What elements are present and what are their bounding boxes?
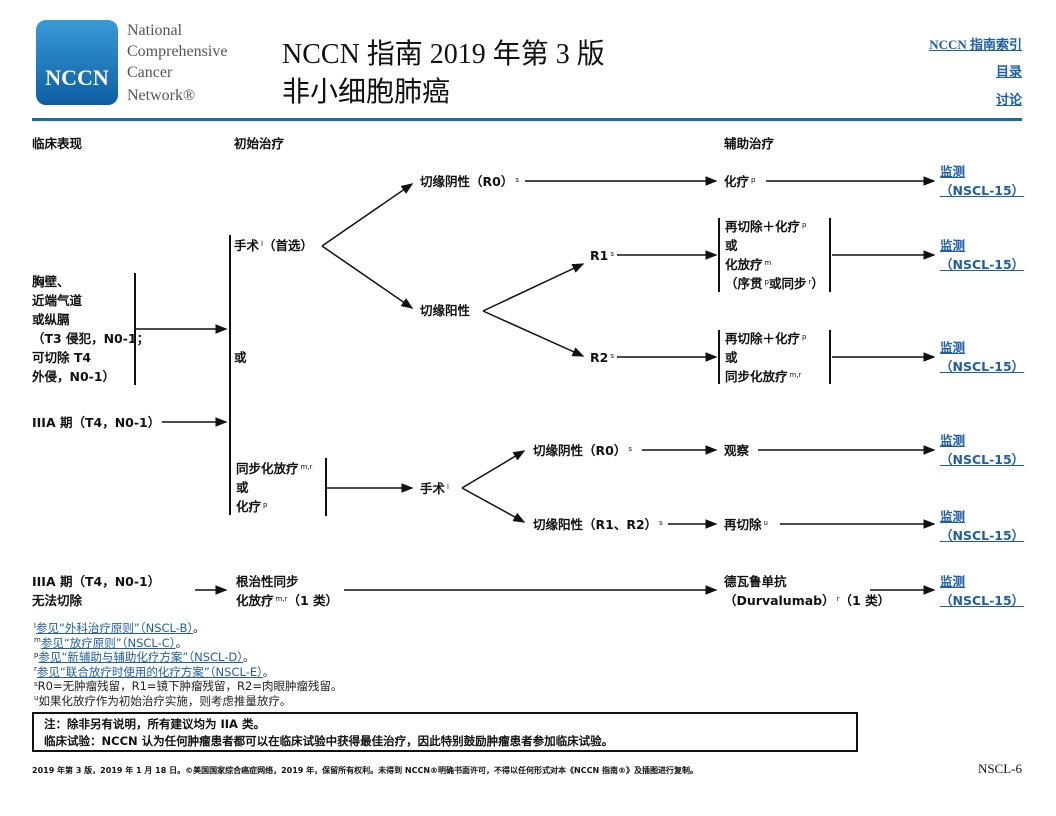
footnote: m参见“放疗原则”（NSCL-C）。: [34, 635, 188, 650]
adjuvant-durvalumab: 德瓦鲁单抗 （Durvalumab）r（1 类）: [724, 574, 891, 608]
arrow: [461, 450, 526, 489]
page-number: NSCL-6: [977, 761, 1022, 776]
footnotes: l参见“外科治疗原则”（NSCL-B）。 m参见“放疗原则”（NSCL-C）。 …: [32, 621, 342, 708]
arrow: [321, 183, 414, 247]
page-title: NCCN 指南 2019 年第 3 版: [282, 39, 605, 70]
clinical-presentation-iiia-unresectable: IIIA 期（T4，N0-1） 无法切除: [32, 574, 161, 608]
footnote-link[interactable]: 参见“新辅助与辅助化疗方案”（NSCL-D）: [38, 650, 244, 664]
header-rule: [32, 118, 1022, 121]
nccn-logo: NCCN: [36, 20, 118, 105]
arrow: [321, 245, 414, 309]
footnote-link[interactable]: 参见“外科治疗原则”（NSCL-B）: [35, 621, 194, 635]
footnote-link[interactable]: 参见“放疗原则”（NSCL-C）: [40, 635, 176, 650]
column-header-adjuvant: 辅助治疗: [724, 136, 775, 151]
footnote: r参见“联合放疗时使用的化疗方案”（NSCL-E）。: [34, 664, 275, 679]
margin-positive: 切缘阳性: [420, 303, 471, 318]
column-header-initial: 初始治疗: [234, 136, 285, 151]
monitor-link[interactable]: 监测（NSCL-15）: [940, 509, 1025, 543]
discussion-link[interactable]: 讨论: [995, 92, 1022, 107]
note-box: 注：除非另有说明，所有建议均为 IIA 类。 临床试验：NCCN 认为任何肿瘤患…: [32, 712, 858, 752]
monitor-link[interactable]: 监测（NSCL-15）: [940, 238, 1025, 272]
monitor-link[interactable]: 监测（NSCL-15）: [940, 574, 1025, 608]
arrow: [482, 310, 585, 357]
org-name-line: Network®: [127, 87, 196, 104]
clinical-presentation-chest-wall: 胸壁、 近端气道 或纵膈 （T3 侵犯，N0-1； 可切除 T4 外侵，N0-1…: [32, 274, 150, 384]
org-name-line: Comprehensive: [127, 43, 228, 60]
arrow: [482, 263, 585, 312]
clinical-presentation-iiia: IIIA 期（T4，N0-1）: [32, 415, 161, 430]
guideline-index-link[interactable]: NCCN 指南索引: [929, 37, 1022, 52]
arrow: [461, 487, 526, 523]
page-subtitle: 非小细胞肺癌: [282, 77, 451, 108]
org-name-line: Cancer: [127, 64, 173, 81]
margin-negative-2: 切缘阴性（R0）s: [533, 443, 632, 458]
footnote: sR0=无肿瘤残留，R1=镜下肿瘤残留，R2=肉眼肿瘤残留。: [34, 679, 343, 693]
margin-positive-2: 切缘阳性（R1、R2）s: [533, 517, 663, 532]
footnote: p参见“新辅助与辅助化疗方案”（NSCL-D）。: [34, 650, 255, 664]
toc-link[interactable]: 目录: [995, 64, 1022, 79]
adjuvant-observe: 观察: [724, 443, 750, 458]
org-name-line: National: [127, 22, 183, 39]
monitor-link[interactable]: 监测（NSCL-15）: [940, 164, 1025, 198]
footnote: u如果化放疗作为初始治疗实施，则考虑推量放疗。: [34, 693, 292, 708]
monitor-link[interactable]: 监测（NSCL-15）: [940, 340, 1025, 374]
column-header-clinical: 临床表现: [32, 136, 83, 151]
footnote: l参见“外科治疗原则”（NSCL-B）。: [34, 621, 205, 635]
margin-negative: 切缘阴性（R0）s: [420, 174, 519, 189]
footer-copyright: 2019 年第 3 版，2019 年 1 月 18 日。©美国国家综合癌症网络，…: [32, 766, 698, 775]
monitor-link[interactable]: 监测（NSCL-15）: [940, 433, 1025, 467]
footnote-link[interactable]: 参见“联合放疗时使用的化疗方案”（NSCL-E）: [36, 664, 263, 679]
initial-or: 或: [234, 350, 247, 365]
